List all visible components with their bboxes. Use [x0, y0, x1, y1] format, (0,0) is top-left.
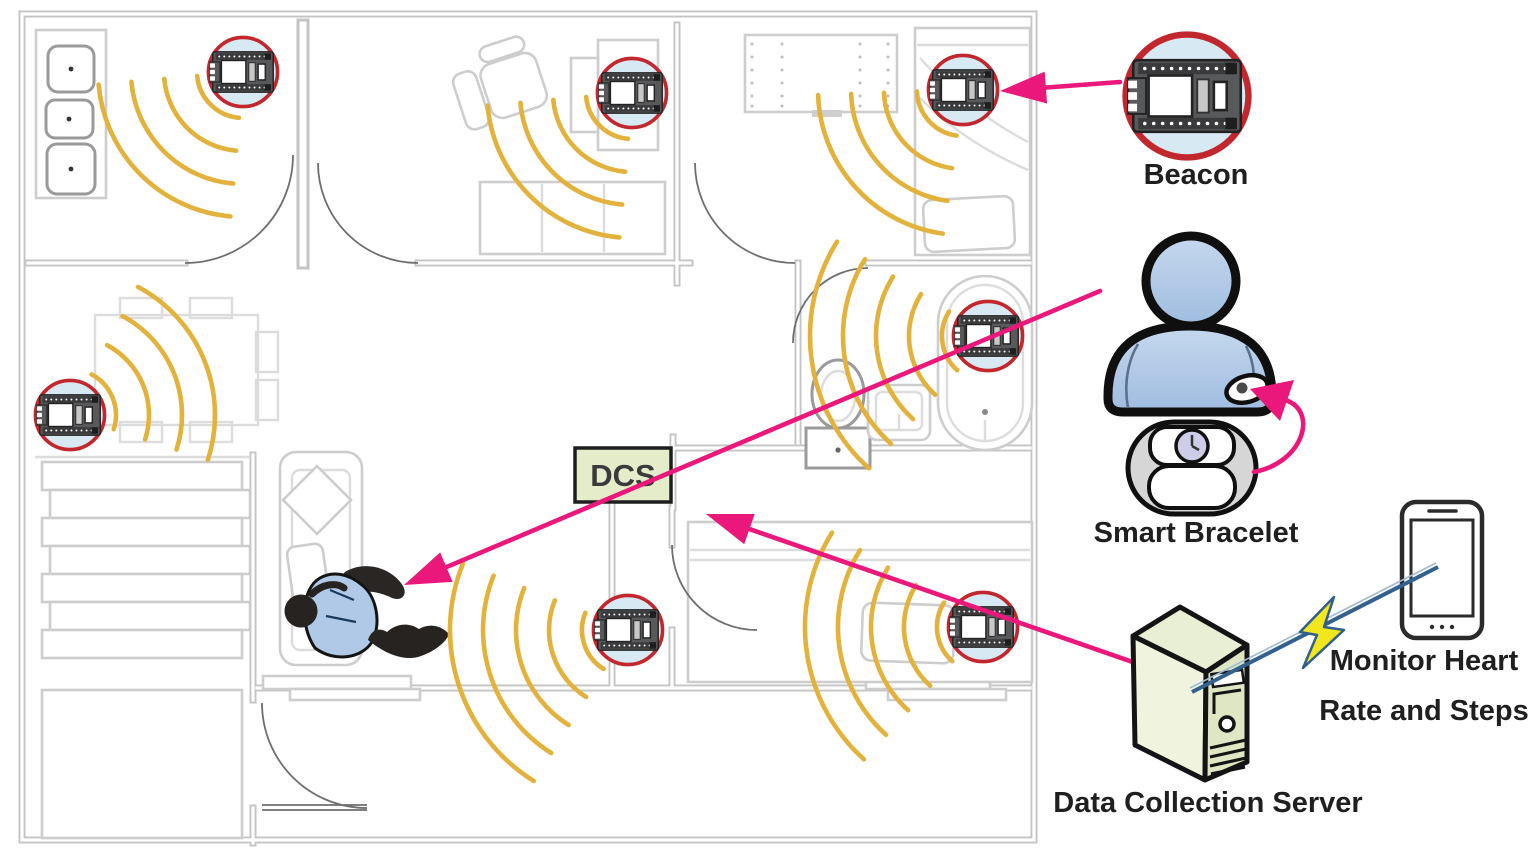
- person-icon: [1103, 231, 1277, 417]
- data-server-label: Data Collection Server: [1053, 787, 1362, 819]
- bracelet-to-resident-arrowhead: [404, 552, 453, 585]
- beacon-6: [591, 593, 665, 667]
- office-chair: [451, 35, 549, 131]
- signal-waves: [89, 73, 960, 784]
- legend: Beacon Smart Bracelet: [1053, 35, 1529, 819]
- stairs: [40, 460, 252, 840]
- legend-beacon-icon: [1126, 35, 1249, 158]
- bracelet-to-resident: [438, 288, 1103, 572]
- server-to-dcs: [741, 524, 1153, 671]
- smart-bracelet-label: Smart Bracelet: [1094, 517, 1299, 549]
- legend-to-beacon-arrowhead: [1000, 71, 1048, 104]
- connection-arrows: [404, 71, 1153, 671]
- resident-person: [284, 566, 449, 659]
- bracelet-arrow: [1251, 397, 1306, 475]
- monitor-label-line1: Monitor Heart: [1330, 645, 1519, 677]
- beacon-3: [926, 53, 1000, 127]
- monitor-label-line2: Rate and Steps: [1319, 695, 1529, 727]
- beacon-4: [33, 378, 107, 452]
- phone-icon: [1399, 499, 1485, 641]
- legend-beacon: [1126, 35, 1249, 158]
- beacon-1: [206, 35, 280, 109]
- legend-to-beacon: [1037, 79, 1123, 91]
- walls: [18, 10, 1038, 847]
- server-to-dcs-arrowhead: [706, 513, 755, 545]
- beacon-2: [595, 56, 669, 130]
- dcs-label: DCS: [590, 458, 655, 493]
- floor-plan: DCS: [18, 10, 1038, 847]
- server-icon: [1130, 604, 1250, 783]
- closet-dots: [750, 42, 890, 108]
- wrist-watch-icon: [1236, 382, 1248, 394]
- lightning-icon: [1189, 562, 1439, 694]
- beacon-label: Beacon: [1144, 159, 1249, 191]
- bracelet-icon: [1125, 419, 1259, 517]
